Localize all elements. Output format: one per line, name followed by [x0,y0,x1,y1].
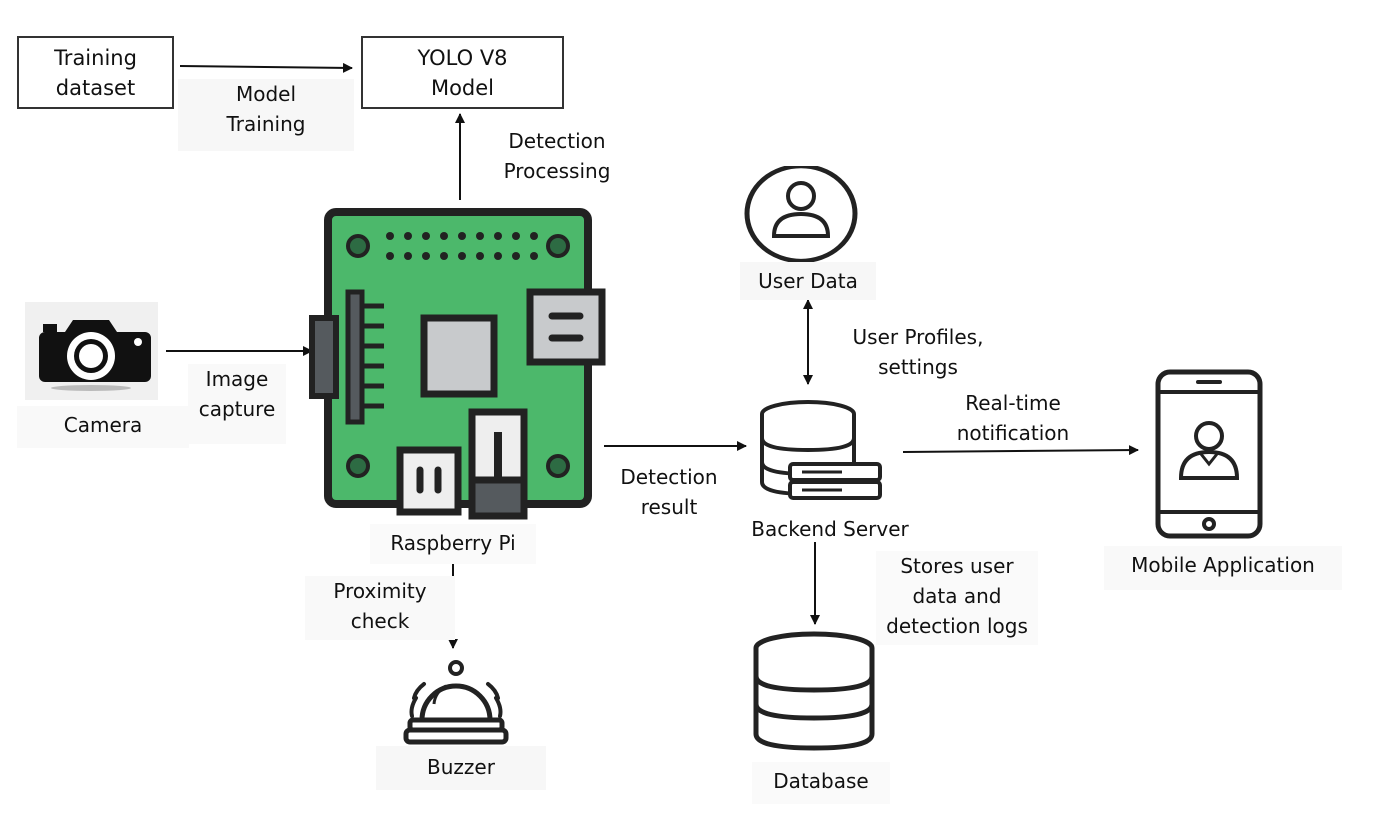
detection-processing-label: Detection Processing [503,129,611,183]
buzzer-label: Buzzer [376,746,546,790]
training-dataset-label: Training dataset [54,45,137,100]
stores-logs-label: Stores user data and detection logs [876,551,1038,645]
model-training-label: Model Training [178,79,354,151]
user-data-label: User Data [740,262,876,300]
realtime-notification-label: Real-time notification [956,391,1070,445]
yolo-model-box: YOLO V8 Model [361,36,564,109]
arrow-server-to-mobile [902,445,1139,456]
training-dataset-box: Training dataset [17,36,174,109]
arrow-training-to-yolo [179,62,353,73]
proximity-check-label: Proximity check [305,576,455,640]
backend-server-label: Backend Server [751,517,909,541]
camera-label: Camera [17,406,189,448]
user-profiles-label: User Profiles, settings [852,325,984,379]
user-profile-icon [744,166,858,262]
yolo-model-label: YOLO V8 Model [417,45,508,100]
server-icon [760,400,882,500]
raspberry-pi-board-icon [309,208,606,520]
detection-result-label: Detection result [620,465,718,519]
camera-icon [25,302,158,400]
database-label: Database [752,762,890,804]
image-capture-label: Image capture [188,364,286,444]
buzzer-bell-icon [403,660,509,745]
mobile-application-label: Mobile Application [1104,546,1342,590]
raspberry-pi-label: Raspberry Pi [370,524,536,564]
database-icon [753,631,875,751]
mobile-phone-icon [1155,369,1263,539]
